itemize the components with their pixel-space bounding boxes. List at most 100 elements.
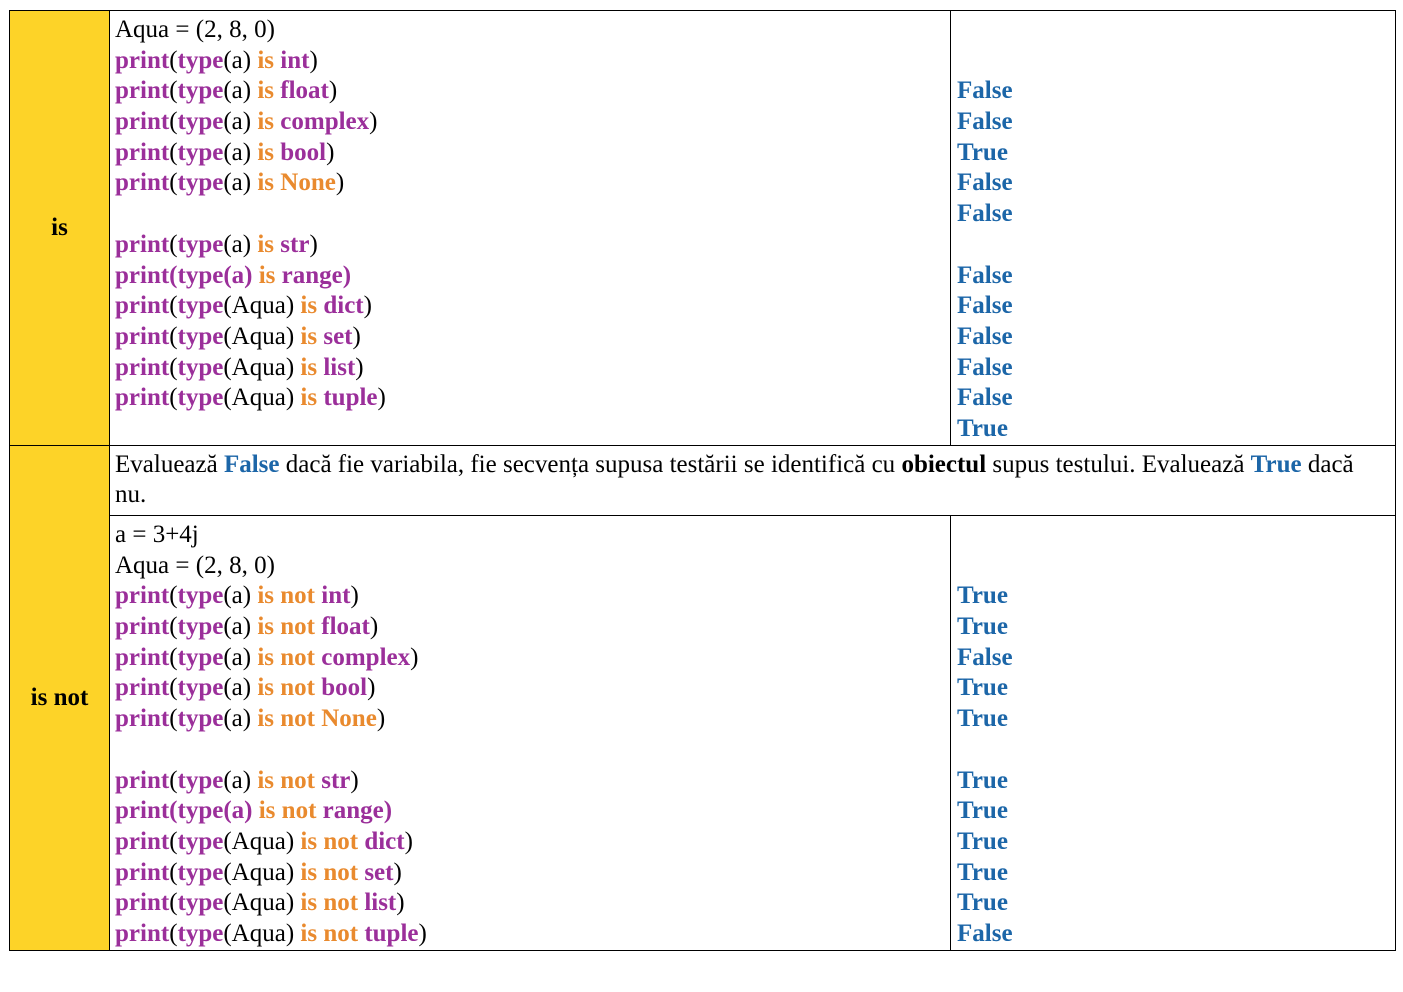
code-line — [115, 199, 950, 230]
code-line: print(type(a) is not float) — [115, 612, 950, 643]
operator-label-is: is — [9, 10, 110, 446]
code-token: str — [321, 766, 351, 794]
code-token: complex — [321, 643, 411, 671]
code-token: ( — [169, 858, 178, 886]
code-line: print(type(a) is not bool) — [115, 673, 950, 704]
code-token: print — [115, 919, 170, 947]
result-value — [957, 735, 1395, 766]
result-value: True — [957, 827, 1008, 855]
code-token: (Aqua) — [223, 858, 301, 886]
code-token: False — [223, 450, 280, 478]
code-line: print(type(a) is not complex) — [115, 643, 950, 674]
code-token: is — [300, 322, 324, 350]
code-token: (a) — [223, 643, 258, 671]
code-line: a = 3+4j — [115, 520, 950, 551]
result-value: True — [957, 705, 1008, 733]
code-token: set — [364, 858, 394, 886]
result-value: False — [957, 169, 1013, 197]
code-token: ) — [309, 46, 318, 74]
code-token: print(type(a) — [115, 797, 259, 825]
code-token: print — [115, 384, 170, 412]
code-token: print — [115, 169, 170, 197]
result-value — [957, 551, 1395, 582]
code-token: ( — [169, 384, 178, 412]
code-line: print(type(a) is bool) — [115, 138, 950, 169]
code-token: Evaluează — [115, 450, 224, 478]
code-token: ( — [169, 46, 178, 74]
code-token: is — [257, 46, 281, 74]
code-line: print(type(a) is complex) — [115, 107, 950, 138]
code-line: print(type(a) is str) — [115, 230, 950, 261]
code-line: print(type(a) is int) — [115, 46, 950, 77]
code-token: str — [280, 230, 310, 258]
code-token: ) — [328, 77, 338, 105]
code-token: print — [115, 230, 170, 258]
code-token: (a) — [223, 582, 258, 610]
code-line: print(type(a) is not None) — [115, 704, 950, 735]
code-token: is not — [257, 766, 322, 794]
code-token: is — [300, 384, 324, 412]
code-token: ) — [335, 169, 345, 197]
code-token: print — [115, 613, 170, 641]
code-token: ( — [169, 138, 178, 166]
code-token: is — [300, 292, 324, 320]
code-token: tuple — [364, 919, 419, 947]
result-value: True — [957, 582, 1008, 610]
code-line: print(type(Aqua) is not list) — [115, 888, 950, 919]
code-token: ( — [169, 169, 178, 197]
code-token: type — [177, 77, 224, 105]
code-token: ( — [169, 582, 178, 610]
code-token: is not — [300, 858, 365, 886]
code-token: ) — [376, 705, 386, 733]
code-token: print — [115, 292, 170, 320]
result-value: True — [957, 889, 1008, 917]
code-token: is not None — [257, 705, 377, 733]
code-token: type — [177, 322, 224, 350]
code-token: print — [115, 643, 170, 671]
code-token: ( — [169, 292, 178, 320]
code-token: ) — [410, 643, 419, 671]
code-token: ) — [393, 858, 402, 886]
code-line: print(type(Aqua) is set) — [115, 322, 950, 353]
code-token: print — [115, 322, 170, 350]
code-token: True — [1250, 450, 1302, 478]
code-token: supus testului. Evaluează — [986, 450, 1251, 478]
code-token: ( — [169, 613, 178, 641]
code-token: (Aqua) — [223, 919, 301, 947]
code-token: (Aqua) — [223, 292, 301, 320]
code-token: (a) — [223, 766, 258, 794]
code-line: print(type(Aqua) is not tuple) — [115, 919, 950, 950]
code-line: print(type(a) is None) — [115, 168, 950, 199]
code-token: ) — [369, 108, 378, 136]
code-token: (a) — [223, 230, 258, 258]
result-value: False — [957, 108, 1013, 136]
code-token: print — [115, 766, 170, 794]
code-line: print(type(Aqua) is dict) — [115, 291, 950, 322]
code-token: ) — [355, 353, 364, 381]
code-token: float — [321, 613, 370, 641]
code-token: bool — [321, 674, 368, 702]
result-value: False — [957, 919, 1013, 947]
code-token: list — [364, 889, 397, 917]
code-token: (Aqua) — [223, 384, 301, 412]
code-token: dacă nu. — [115, 450, 1354, 509]
code-token: print — [115, 674, 170, 702]
code-line: print(type(a) is range) — [115, 261, 950, 292]
code-token: type — [177, 766, 224, 794]
code-line: print(type(Aqua) is not dict) — [115, 827, 950, 858]
code-token: ( — [169, 919, 178, 947]
code-token: ) — [363, 292, 372, 320]
code-token: a = 3+4j — [115, 521, 199, 549]
operators-table: is Aqua = (2, 8, 0)print(type(a) is int)… — [9, 10, 1396, 951]
result-value: True — [957, 138, 1008, 166]
code-token: type — [177, 169, 224, 197]
code-token: is — [300, 353, 324, 381]
code-token: type — [177, 46, 224, 74]
code-token: (a) — [223, 674, 258, 702]
result-value: True — [957, 674, 1008, 702]
